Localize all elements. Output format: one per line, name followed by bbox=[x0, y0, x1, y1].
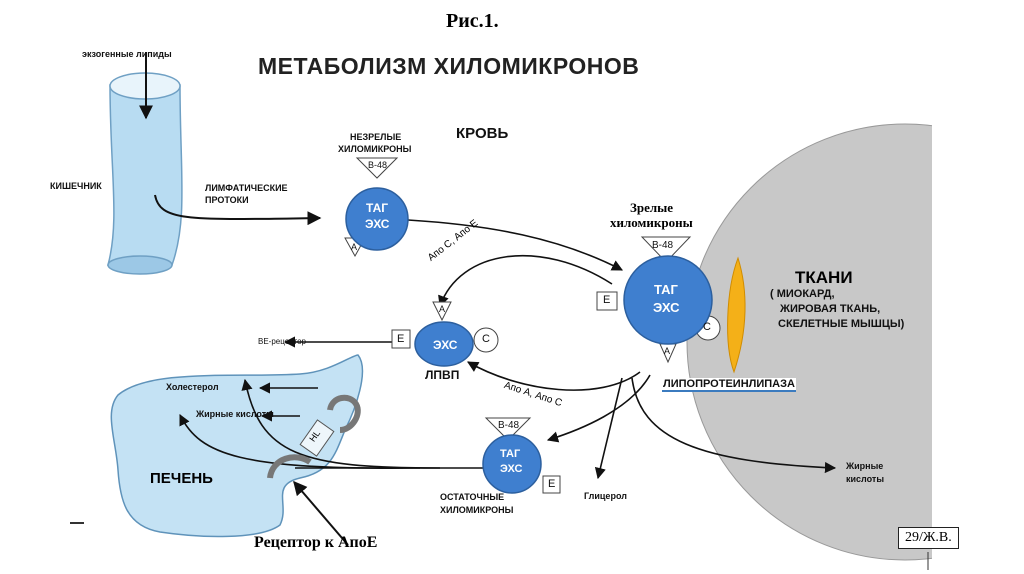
immature-apoa: A bbox=[351, 242, 358, 252]
residual-apoe: E bbox=[548, 478, 556, 490]
liver-label: ПЕЧЕНЬ bbox=[150, 470, 213, 487]
hdl-particle bbox=[391, 301, 499, 367]
mature-chylomicron bbox=[596, 236, 721, 364]
lipase-label: ЛИПОПРОТЕИНЛИПАЗА bbox=[662, 378, 796, 392]
tissues-list-1: ( МИОКАРД, bbox=[770, 288, 835, 300]
mature-apoc: C bbox=[703, 321, 711, 333]
tissues-list-2: ЖИРОВАЯ ТКАНЬ, bbox=[780, 303, 881, 315]
immature-b48: B-48 bbox=[368, 160, 388, 170]
hdl-apoe: E bbox=[397, 333, 405, 345]
residual-tag: ТАГ bbox=[500, 448, 521, 460]
residual-label-1: ОСТАТОЧНЫЕ bbox=[440, 492, 505, 502]
immature-tag: ТАГ bbox=[366, 201, 389, 215]
immature-label-1: НЕЗРЕЛЫЕ bbox=[350, 132, 402, 142]
fatty-acids-label-1: Жирные bbox=[846, 461, 884, 471]
hdl-apoa: A bbox=[439, 304, 446, 314]
intestine-label: КИШЕЧНИК bbox=[50, 181, 102, 191]
immature-label-2: ХИЛОМИКРОНЫ bbox=[338, 144, 412, 154]
mature-ehs: ЭХС bbox=[653, 300, 680, 315]
apoe-receptor-label: Рецептор к АпоЕ bbox=[254, 534, 378, 551]
mature-label-1: Зрелые bbox=[630, 200, 674, 215]
residual-ehs: ЭХС bbox=[500, 463, 523, 475]
residual-chylomicron bbox=[482, 417, 561, 494]
immature-chylomicron bbox=[344, 157, 409, 258]
hdl-label: ЛПВП bbox=[425, 368, 460, 382]
residual-b48: B-48 bbox=[498, 420, 520, 431]
fatty-acids-liver-label: Жирные кислоты bbox=[196, 409, 274, 419]
apoe-receptor-shape bbox=[267, 454, 312, 479]
figure-label: Рис.1. bbox=[446, 10, 499, 32]
mature-apoa: A bbox=[664, 346, 671, 356]
tissues-list-3: СКЕЛЕТНЫЕ МЫШЦЫ) bbox=[778, 318, 905, 330]
cholesterol-label: Холестерол bbox=[166, 382, 219, 392]
fatty-acids-label-2: кислоты bbox=[846, 474, 885, 484]
mature-b48: B-48 bbox=[652, 240, 674, 251]
mature-label-2: хиломикроны bbox=[610, 215, 693, 230]
blood-label: КРОВЬ bbox=[456, 125, 509, 142]
page-title: МЕТАБОЛИЗМ ХИЛОМИКРОНОВ bbox=[258, 53, 640, 79]
hdl-apoc: C bbox=[482, 333, 490, 345]
hl-box bbox=[299, 419, 335, 457]
lymph-ducts-label-1: ЛИМФАТИЧЕСКИЕ bbox=[205, 183, 288, 193]
glycerol-label: Глицерол bbox=[584, 491, 627, 501]
liver-shape bbox=[110, 354, 364, 538]
be-receptor-shape bbox=[327, 394, 361, 433]
hdl-ehs: ЭХС bbox=[433, 338, 458, 352]
lipoprotein-lipase-shape bbox=[727, 256, 746, 374]
intestine-shape bbox=[107, 72, 183, 275]
residual-label-2: ХИЛОМИКРОНЫ bbox=[440, 505, 514, 515]
immature-ehs: ЭХС bbox=[365, 217, 390, 231]
tissues-label: ТКАНИ bbox=[795, 268, 853, 287]
be-receptor-label: ВЕ-рецептор bbox=[258, 337, 306, 346]
lymph-ducts-label-2: ПРОТОКИ bbox=[205, 195, 249, 205]
mature-tag: ТАГ bbox=[654, 282, 678, 297]
mature-apoe: E bbox=[603, 294, 611, 306]
exogenous-lipids-label: экзогенные липиды bbox=[82, 49, 172, 59]
page-number: 29/Ж.В. bbox=[898, 527, 959, 549]
